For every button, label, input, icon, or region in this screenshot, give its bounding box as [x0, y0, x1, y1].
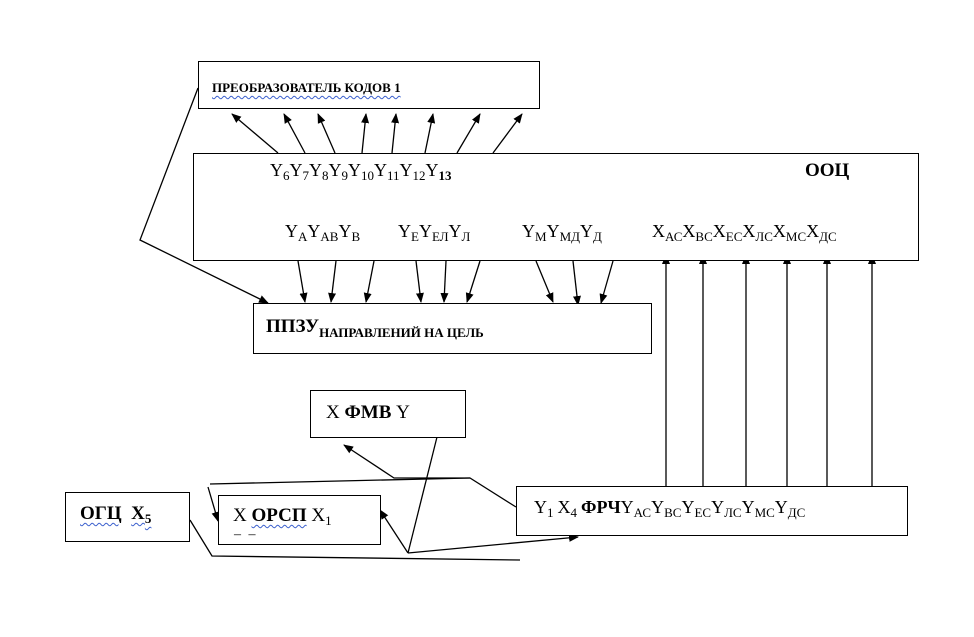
arrow-y8-to-converter: [317, 113, 336, 154]
line-frch-to-fmv: [343, 444, 517, 508]
arrow-ym-to-ppzu: [535, 260, 554, 303]
ppzu-label: ППЗУНАПРАВЛЕНИЙ НА ЦЕЛЬ: [266, 316, 484, 340]
line-fmv-y-down: [407, 436, 438, 554]
arrow-yl-to-ppzu: [465, 260, 481, 303]
fmv-label: X ФМВ Y: [326, 402, 410, 423]
arrow-yd-to-ppzu: [599, 260, 614, 304]
arrow-y11-to-converter: [424, 113, 436, 154]
arrow-y6-to-converter: [231, 113, 279, 154]
arrow-y7-to-converter: [283, 113, 306, 154]
ogc-block: [65, 492, 190, 542]
ooc-group1-signals: YАYАВYВ: [285, 221, 361, 244]
ooc-label: ООЦ: [805, 160, 850, 181]
arrow-ya-to-ppzu: [297, 260, 308, 303]
orsp-block: [218, 495, 381, 545]
ooc-top-signals: Y6Y7Y8Y9Y10Y11Y12Y13: [270, 160, 452, 183]
orsp-label: X ОРСП X1: [233, 505, 332, 528]
ppzu-block: [253, 303, 652, 354]
line-orsp-top: [209, 477, 471, 485]
ogc-label: ОГЦ X5: [80, 503, 152, 526]
ooc-block: [193, 153, 919, 261]
orsp-dash-marks: ‒ ‒: [234, 527, 258, 542]
arrow-y10-to-converter: [391, 113, 400, 154]
ooc-group3-signals: YМYМДYД: [522, 221, 602, 244]
arrow-to-frch: [407, 533, 579, 554]
arrow-ymd-to-ppzu: [572, 260, 581, 306]
converter-label: ПРЕОБРАЗОВАТЕЛЬ КОДОВ 1: [212, 80, 401, 95]
fmv-block: [310, 390, 466, 438]
line-converter-to-ppzu: [139, 87, 269, 304]
arrow-y9-to-converter: [361, 113, 370, 154]
line-ogc-to-frch: [189, 519, 521, 561]
arrow-y12-to-converter: [456, 113, 481, 154]
converter-block: [198, 61, 540, 109]
frch-block: [516, 486, 908, 536]
arrow-yav-to-ppzu: [328, 260, 337, 303]
ooc-group2-signals: YЕYЕЛYЛ: [398, 221, 471, 244]
arrow-y13-to-converter: [492, 113, 523, 154]
ooc-group4-signals: XАСXВСXЕСXЛСXМСXДС: [652, 221, 837, 244]
arrow-to-orsp-left: [207, 486, 220, 522]
arrow-yel-to-ppzu: [440, 260, 449, 303]
arrow-yv-to-ppzu: [363, 260, 375, 303]
frch-label: Y1 X4 ФРЧYАСYВСYЕСYЛСYМСYДС: [534, 497, 806, 520]
arrow-fmv-to-orsp: [379, 509, 409, 554]
arrow-ye-to-ppzu: [415, 260, 424, 303]
